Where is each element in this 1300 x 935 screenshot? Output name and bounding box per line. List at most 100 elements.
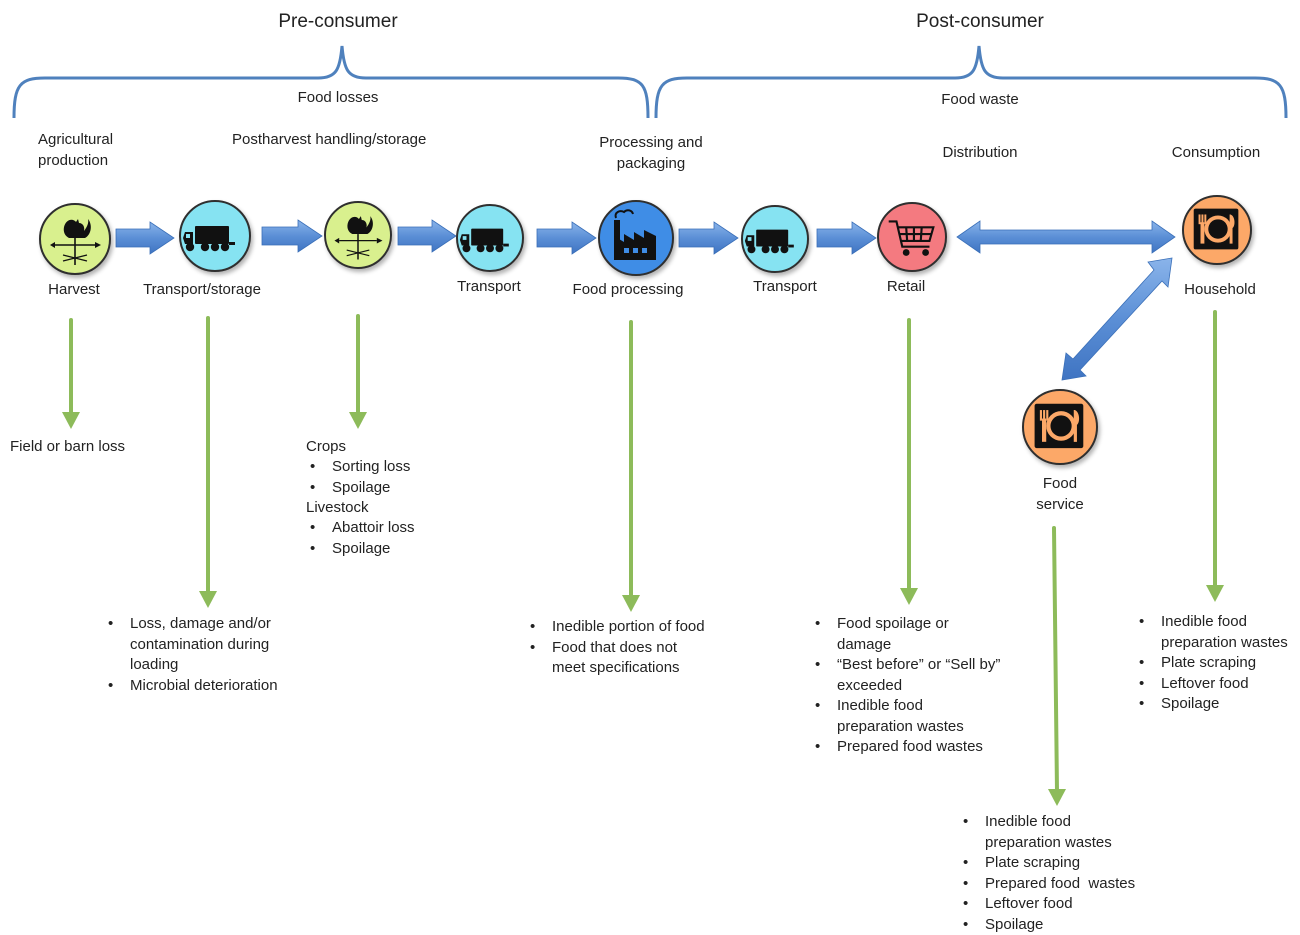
list-item: Leftover food: [1135, 674, 1300, 695]
loss-arrow-harvest: [62, 412, 80, 429]
loss-arrow-postharvest: [349, 412, 367, 429]
loss-arrow-food-service: [1048, 789, 1066, 806]
flow-arrow-1: [116, 222, 174, 254]
loss-retail-list: Food spoilage or damage “Best before” or…: [811, 614, 1007, 758]
list-item: Inedible food preparation wastes: [811, 696, 1007, 737]
stage-distribution: Distribution: [942, 142, 1017, 163]
list-item-text: Prepared food wastes: [985, 875, 1135, 892]
list-item-text: Microbial deterioration: [130, 677, 278, 694]
list-item-text: Inedible food preparation wastes: [985, 812, 1125, 853]
list-item: Plate scraping: [959, 853, 1135, 874]
transport-2-node: [741, 205, 809, 273]
shopping-cart-icon: [879, 204, 945, 270]
plate-fork-knife-icon: [1024, 391, 1096, 463]
crops-list: Sorting loss Spoilage: [306, 457, 410, 498]
retail-label: Retail: [887, 276, 925, 297]
factory-icon: [600, 202, 672, 274]
loss-transport-storage-list: Loss, damage and/or contamination during…: [104, 614, 300, 696]
stage-consumption: Consumption: [1172, 142, 1260, 163]
list-item-text: Spoilage: [332, 540, 390, 557]
harvest-label: Harvest: [48, 279, 100, 300]
food-service-label: Food service: [1025, 473, 1095, 515]
list-item: Plate scraping: [1135, 653, 1300, 674]
crops-heading: Crops: [306, 436, 346, 457]
list-item-text: Food spoilage or damage: [837, 614, 977, 655]
household-node: [1182, 195, 1252, 265]
list-item-text: Leftover food: [1161, 675, 1249, 692]
list-item: Loss, damage and/or contamination during…: [104, 614, 300, 676]
household-label: Household: [1184, 279, 1256, 300]
stage-postharvest: Postharvest handling/storage: [232, 129, 426, 150]
flow-arrow-3: [398, 220, 456, 252]
food-service-node: [1022, 389, 1098, 465]
list-item: “Best before” or “Sell by” exceeded: [811, 655, 1007, 696]
list-item: Food that does not meet specifications: [526, 638, 705, 679]
list-item: Prepared food wastes: [959, 874, 1135, 895]
list-item-text: Abattoir loss: [332, 519, 415, 536]
list-item: Spoilage: [959, 915, 1135, 935]
food-processing-node: [598, 200, 674, 276]
list-item: Leftover food: [959, 894, 1135, 915]
pre-consumer-title: Pre-consumer: [278, 10, 397, 34]
loss-arrow-transport-storage: [199, 591, 217, 608]
list-item-text: Leftover food: [985, 895, 1073, 912]
list-item: Inedible portion of food: [526, 617, 705, 638]
food-waste-label: Food waste: [941, 89, 1019, 110]
list-item-text: Plate scraping: [1161, 654, 1256, 671]
loss-processing-list: Inedible portion of food Food that does …: [526, 617, 705, 679]
list-item-text: Spoilage: [332, 479, 390, 496]
list-item-text: Sorting loss: [332, 458, 410, 475]
flow-arrow-4: [537, 222, 596, 254]
weather-vane-icon: [41, 205, 109, 273]
transport-1-node: [456, 204, 524, 272]
list-item-text: Inedible portion of food: [552, 618, 705, 635]
flow-arrow-2: [262, 220, 322, 252]
food-losses-label: Food losses: [298, 87, 379, 108]
loss-food-service-list: Inedible food preparation wastes Plate s…: [959, 812, 1135, 935]
flow-arrow-6: [817, 222, 876, 254]
food-processing-label: Food processing: [573, 279, 684, 300]
list-item: Spoilage: [306, 478, 410, 499]
loss-harvest-text: Field or barn loss: [10, 436, 125, 457]
stage-processing: Processing and packaging: [586, 132, 716, 174]
truck-icon: [458, 206, 522, 270]
weather-vane-icon: [326, 203, 390, 267]
livestock-list: Abattoir loss Spoilage: [306, 518, 415, 559]
list-item: Abattoir loss: [306, 518, 415, 539]
list-item: Spoilage: [1135, 694, 1300, 715]
transport-1-label: Transport: [457, 276, 521, 297]
list-item-text: Spoilage: [1161, 695, 1219, 712]
transport-2-label: Transport: [753, 276, 817, 297]
list-item: Spoilage: [306, 539, 415, 560]
retail-node: [877, 202, 947, 272]
list-item: Food spoilage or damage: [811, 614, 1007, 655]
harvest-node: [39, 203, 111, 275]
flow-arrow-5: [679, 222, 738, 254]
list-item-text: Inedible food preparation wastes: [1161, 612, 1300, 653]
stage-agricultural-production: Agricultural production: [38, 129, 138, 171]
loss-household-list: Inedible food preparation wastes Plate s…: [1135, 612, 1300, 715]
postharvest-node: [324, 201, 392, 269]
list-item-text: Loss, damage and/or contamination during…: [130, 614, 300, 676]
truck-icon: [743, 207, 807, 271]
post-consumer-title: Post-consumer: [916, 10, 1044, 34]
retail-household-arrow: [957, 221, 1175, 253]
list-item-text: Prepared food wastes: [837, 738, 983, 755]
transport-storage-node: [179, 200, 251, 272]
list-item-text: Inedible food preparation wastes: [837, 696, 982, 737]
list-item: Sorting loss: [306, 457, 410, 478]
truck-icon: [181, 202, 249, 270]
list-item-text: Plate scraping: [985, 854, 1080, 871]
livestock-heading: Livestock: [306, 497, 369, 518]
plate-fork-knife-icon: [1184, 197, 1250, 263]
list-item-text: Food that does not meet specifications: [552, 638, 702, 679]
list-item: Inedible food preparation wastes: [1135, 612, 1300, 653]
list-item: Prepared food wastes: [811, 737, 1007, 758]
loss-arrow-retail: [900, 588, 918, 605]
loss-arrow-processing: [622, 595, 640, 612]
list-item-text: “Best before” or “Sell by” exceeded: [837, 655, 1007, 696]
loss-arrow-household: [1206, 585, 1224, 602]
household-foodservice-arrow: [1062, 258, 1172, 380]
list-item: Inedible food preparation wastes: [959, 812, 1135, 853]
list-item: Microbial deterioration: [104, 676, 300, 697]
